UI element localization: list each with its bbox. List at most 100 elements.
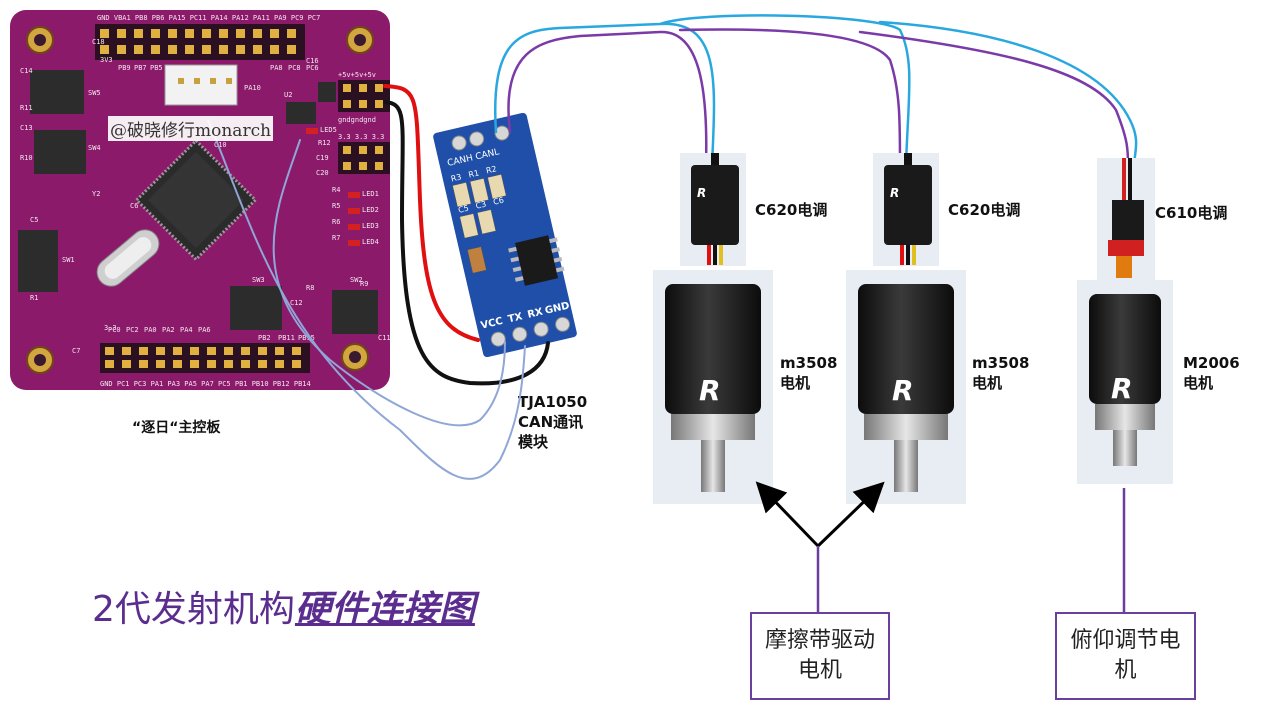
motor-shaft	[701, 440, 725, 492]
title-plain: 2代发射机构	[92, 589, 295, 630]
silk-label: C6	[130, 202, 138, 210]
silk-label: PA2	[162, 326, 175, 334]
status-leds	[306, 128, 360, 246]
motor-body	[1089, 294, 1161, 404]
esc-logo: R	[890, 186, 899, 200]
silk-label: C18	[92, 38, 105, 46]
esc-label: C620电调	[948, 201, 1020, 219]
silk-label: SW4	[88, 144, 101, 152]
gearbox	[1095, 404, 1155, 430]
silk-label: Y2	[92, 190, 100, 198]
motor-body	[858, 284, 954, 414]
wire-canl-bus	[507, 28, 1130, 167]
motor-body	[665, 284, 761, 414]
silk-label: C13	[20, 124, 33, 132]
silk-label: C19	[316, 154, 329, 162]
silk-label: R4	[332, 186, 340, 194]
pointer-arrows	[755, 481, 885, 548]
gearbox	[671, 414, 755, 440]
motor-kind-label: 电机	[972, 374, 1002, 392]
motor-logo: R	[892, 374, 914, 407]
silk-label: PC2	[126, 326, 139, 334]
silk-label: R12	[318, 139, 331, 147]
motor-shaft	[1113, 430, 1137, 466]
silk-label: C14	[20, 67, 33, 75]
motor-model-label: m3508	[780, 354, 837, 372]
can-component-label: R3	[450, 172, 462, 183]
silk-label: PA8	[270, 64, 283, 72]
esc-c620	[691, 165, 739, 245]
wire-5v-red	[383, 84, 480, 342]
silk-label: C7	[72, 347, 80, 355]
motor-model-label: M2006	[1183, 354, 1240, 372]
pitch-box-line-1: 俯仰调节电	[1070, 628, 1181, 653]
silk-label: PC6	[306, 64, 319, 72]
motor-kind-label: 电机	[1183, 374, 1213, 392]
board-caption: “逐日“主控板	[132, 419, 221, 436]
silk-label: LED4	[362, 238, 379, 246]
v33-label: 3.3 3.3 3.3	[338, 133, 384, 141]
pitch-box-line-2: 机	[1114, 658, 1137, 683]
silk-label: R5	[332, 202, 340, 210]
wires	[207, 14, 1138, 480]
esc-c620	[884, 165, 932, 245]
watermark: @破晓修行monarch	[108, 116, 274, 141]
esc-logo: R	[697, 186, 706, 200]
silk-label: LED1	[362, 190, 379, 198]
silk-label: SW5	[88, 89, 101, 97]
tact-switches	[18, 70, 378, 334]
esc-label: C610电调	[1155, 204, 1227, 222]
wire-gnd-black	[383, 100, 550, 386]
can-bottom-pins: VCC TX RX GND	[480, 300, 571, 331]
friction-box-line-1: 摩擦带驱动	[764, 628, 875, 653]
silk-label: R9	[360, 280, 368, 288]
silk-label: PA0	[144, 326, 157, 334]
silk-label: R6	[332, 218, 340, 226]
silk-label: 3.3	[104, 324, 117, 332]
silk-label: SW1	[62, 256, 75, 264]
silk-label: C10	[214, 141, 227, 149]
silk-label: SW2	[350, 276, 363, 284]
motor-model-label: m3508	[972, 354, 1029, 372]
can-component-label: C6	[492, 195, 504, 206]
can-component-label: C5	[457, 204, 469, 215]
silk-label: C12	[290, 299, 303, 307]
silk-label: SW3	[252, 276, 265, 284]
silk-label: R10	[20, 154, 33, 162]
svg-text:RX: RX	[526, 307, 544, 321]
page-title: 2代发射机构硬件连接图	[92, 580, 475, 632]
can-component-label: R2	[485, 164, 497, 175]
mounting-holes	[26, 26, 374, 374]
bottom-pin-header	[100, 343, 310, 373]
silk-label: 3V3	[100, 56, 113, 64]
motor-logo: R	[699, 374, 721, 407]
silk-label: R7	[332, 234, 340, 242]
motor-shaft	[894, 440, 918, 492]
can-transceiver-chip	[515, 235, 559, 286]
silk-label: PB2	[258, 334, 271, 342]
3v3-header	[338, 142, 390, 174]
silk-label: LED3	[362, 222, 379, 230]
can-module-label-2: CAN通讯	[518, 413, 583, 431]
wire-rx-signal	[207, 119, 526, 480]
wire-canh-bus	[493, 14, 1138, 167]
silk-label: PB15	[298, 334, 315, 342]
silk-label: PB11	[278, 334, 295, 342]
gnd-label: gndgndgnd	[338, 116, 376, 124]
esc-label: C620电调	[755, 201, 827, 219]
friction-motor-box: 摩擦带驱动电机	[750, 612, 890, 700]
silk-label: R11	[20, 104, 33, 112]
svg-text:GND: GND	[544, 300, 571, 316]
can-module-label-3: 模块	[518, 433, 549, 451]
silk-label: PB9	[118, 64, 131, 72]
jst-connector	[164, 64, 238, 106]
silk-label: LED5	[320, 126, 337, 134]
silk-label: U2	[284, 91, 292, 99]
silk-label: PC8	[288, 64, 301, 72]
silk-label: PA6	[198, 326, 211, 334]
power-label: +5v+5v+5v	[338, 71, 376, 79]
silk-label: PC0	[108, 326, 121, 334]
